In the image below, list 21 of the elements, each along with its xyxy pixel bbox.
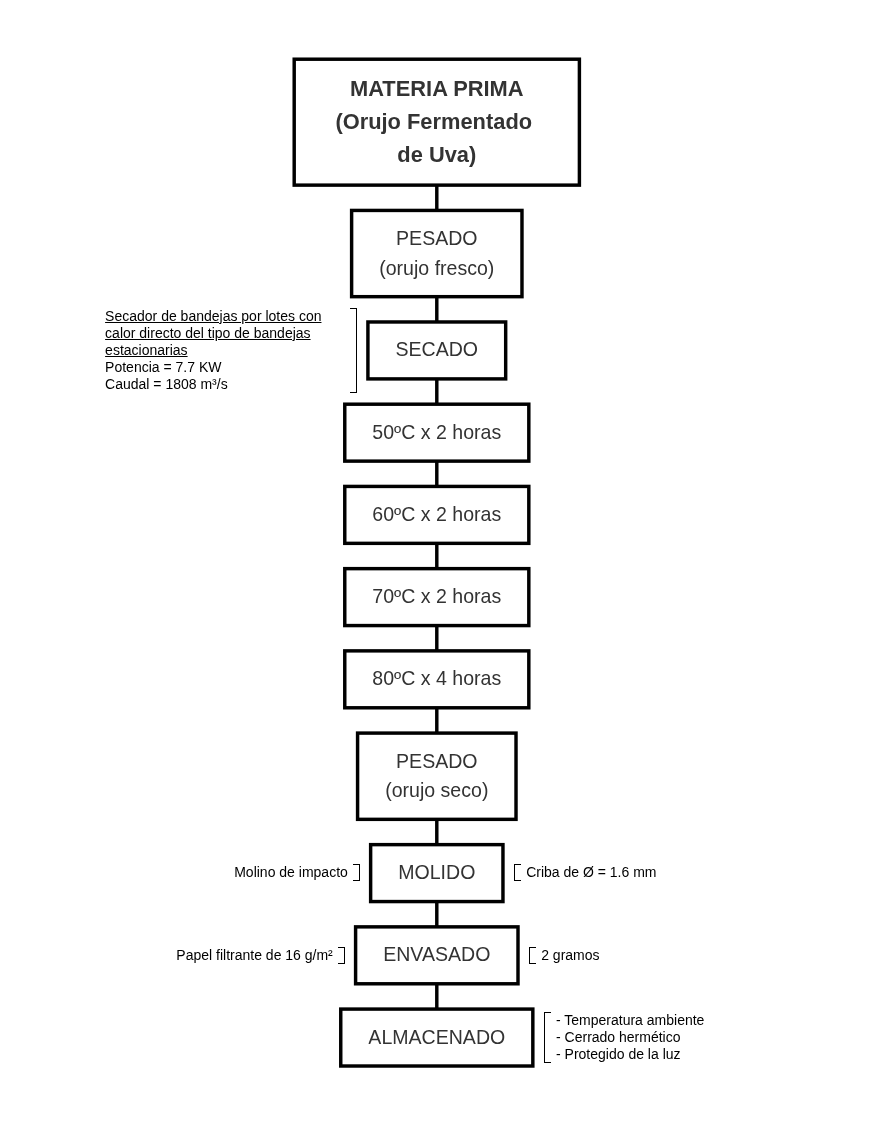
- annotation-text: - Protegido de la luz: [556, 1045, 682, 1063]
- annotation-text: Secador de bandejas por lotes con calor directo del tipo de bandejas estacionarias: [105, 307, 323, 359]
- process-box: SECADO: [366, 320, 508, 381]
- process-box: 60ºC x 2 horas: [343, 484, 531, 545]
- annotation-text: Potencia = 7.7 KW: [105, 358, 223, 376]
- annotation-text: - Temperatura ambiente: [556, 1011, 705, 1029]
- process-box: PESADO (orujo seco): [356, 731, 518, 821]
- process-box: 70ºC x 2 horas: [343, 566, 531, 628]
- process-box: ENVASADO: [354, 925, 520, 986]
- annotation-text: - Cerrado hermético: [556, 1028, 682, 1046]
- process-box: MATERIA PRIMA (Orujo Fermentado de Uva): [292, 57, 582, 187]
- process-box: 80ºC x 4 horas: [343, 649, 531, 710]
- annotation-text: 2 gramos: [541, 946, 600, 964]
- process-box: 50ºC x 2 horas: [343, 402, 531, 463]
- process-box: PESADO (orujo fresco): [350, 208, 524, 299]
- annotation-text: Criba de Ø = 1.6 mm: [526, 864, 657, 882]
- annotation-text: Molino de impacto: [234, 864, 348, 882]
- process-box: ALMACENADO: [339, 1007, 535, 1068]
- annotation-text: Papel filtrante de 16 g/m²: [176, 946, 333, 964]
- process-box: MOLIDO: [369, 842, 505, 904]
- annotation-text: Caudal = 1808 m³/s: [105, 375, 229, 393]
